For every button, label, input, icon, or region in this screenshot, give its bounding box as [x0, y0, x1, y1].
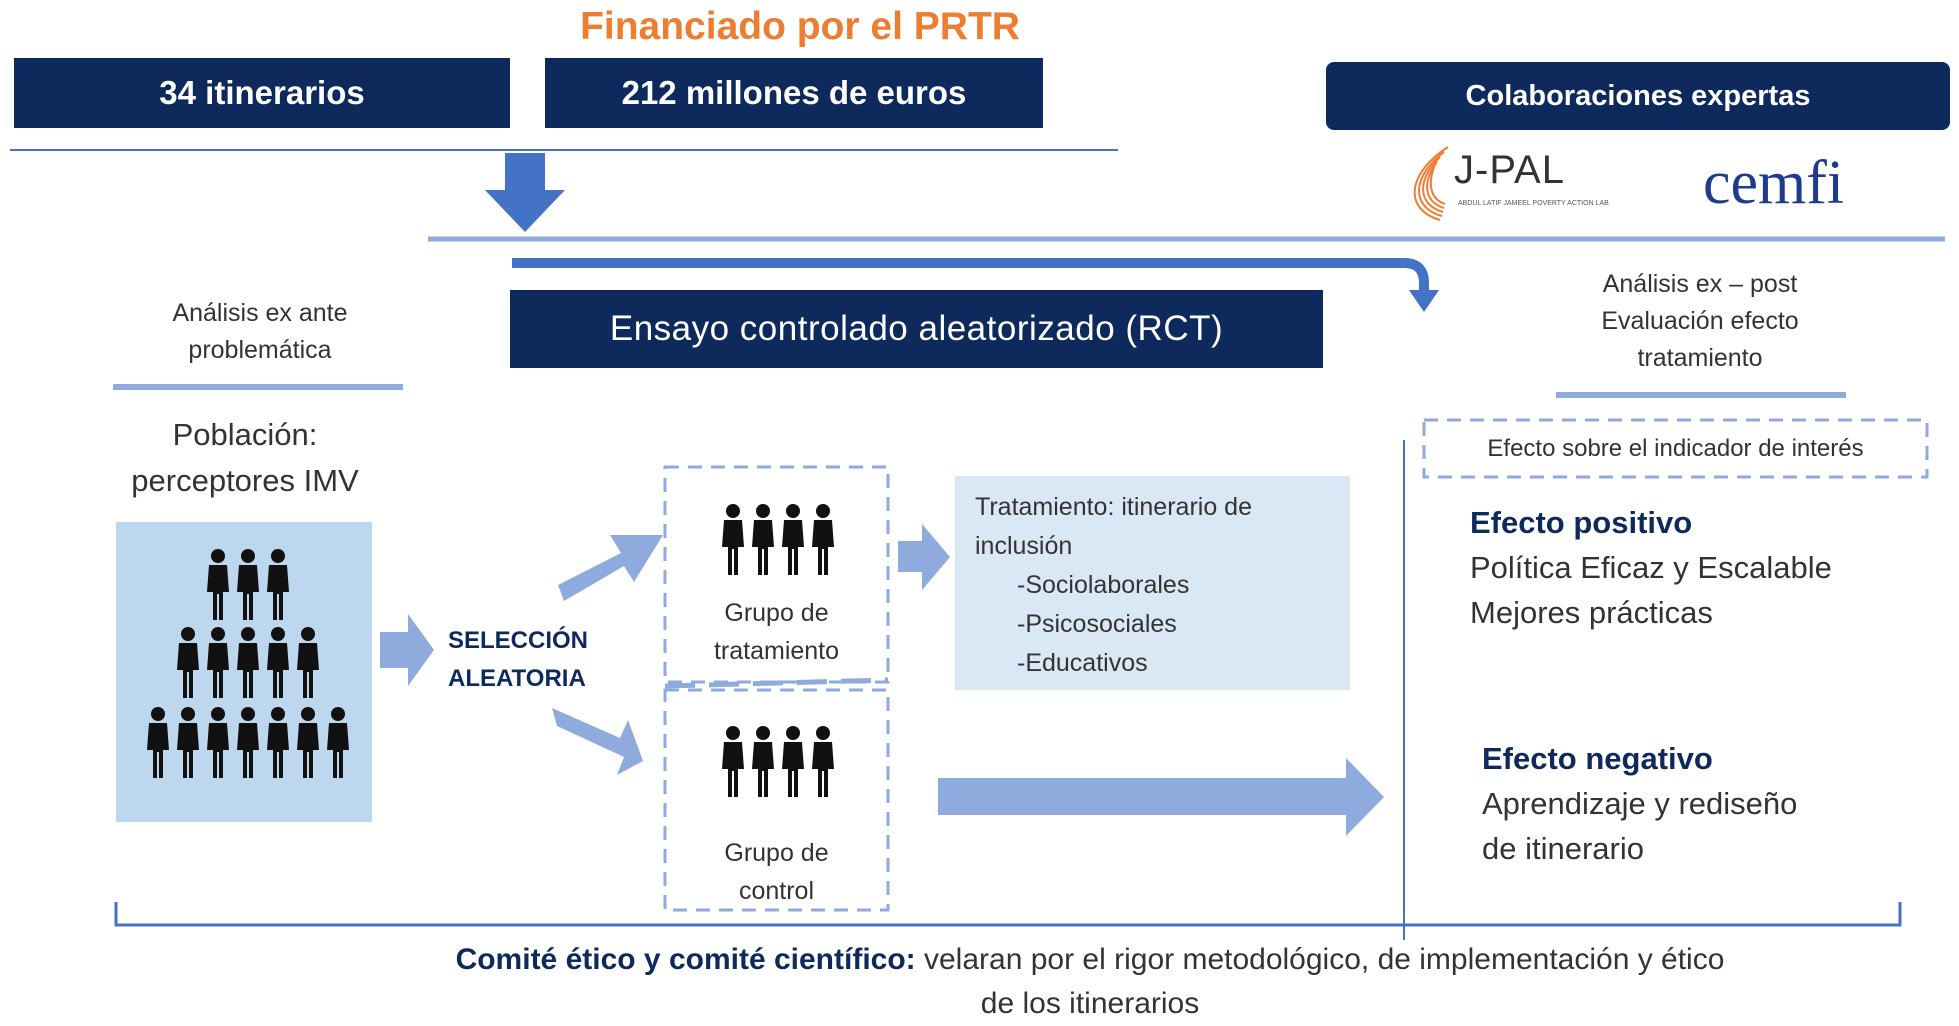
itineraries-badge: 34 itinerarios — [14, 58, 510, 128]
treatment-item: -Psicosociales — [1017, 610, 1177, 638]
treatment-desc-line1: Tratamiento: itinerario de — [975, 493, 1252, 521]
treatment-item: -Educativos — [1017, 649, 1148, 677]
group-separator — [664, 677, 889, 689]
positive-effect-block: Efecto positivo Política Eficaz y Escala… — [1470, 500, 1832, 635]
ex-post-label: Análisis ex – post Evaluación efecto tra… — [1540, 266, 1860, 377]
jpal-logo-text: J-PAL — [1454, 148, 1565, 192]
ex-ante-line1: Análisis ex ante — [172, 299, 348, 327]
selection-line1: SELECCIÓN — [448, 627, 589, 654]
population-right-arrow — [380, 614, 434, 686]
negative-effect-line2: de itinerario — [1482, 831, 1644, 866]
positive-effect-line2: Mejores prácticas — [1470, 595, 1713, 630]
positive-effect-line1: Política Eficaz y Escalable — [1470, 550, 1832, 585]
treatment-group-label: Grupo de tratamiento — [665, 594, 888, 670]
funding-down-arrow — [485, 153, 565, 232]
negative-effect-block: Efecto negativo Aprendizaje y rediseño d… — [1482, 736, 1797, 871]
random-selection-label: SELECCIÓN ALEATORIA — [448, 622, 588, 698]
treatment-desc-line2: inclusión — [975, 532, 1073, 560]
collaborations-badge: Colaboraciones expertas — [1326, 62, 1950, 130]
treatment-group-line2: tratamiento — [713, 637, 840, 665]
control-group-line1: Grupo de — [724, 839, 829, 867]
population-line2: perceptores IMV — [131, 463, 359, 498]
budget-badge: 212 millones de euros — [545, 58, 1043, 128]
treatment-right-arrow — [898, 524, 950, 590]
committee-note-line1: Comité ético y comité científico: velara… — [300, 938, 1880, 982]
control-big-arrow — [938, 758, 1384, 836]
selection-line2: ALEATORIA — [448, 665, 586, 692]
control-group-line2: control — [738, 877, 815, 905]
control-group-frame — [663, 688, 890, 912]
jpal-logo-subtitle: ABDUL LATIF JAMEEL POVERTY ACTION LAB — [1458, 200, 1609, 207]
selection-up-arrow — [558, 535, 663, 601]
selection-down-arrow — [552, 708, 643, 775]
treatment-description-box: Tratamiento: itinerario de inclusión -So… — [955, 476, 1350, 690]
treatment-people-icon — [722, 504, 834, 575]
control-group-label: Grupo de control — [665, 834, 888, 910]
committee-note-bold: Comité ético y comité científico: — [455, 943, 916, 976]
indicator-label: Efecto sobre el indicador de interés — [1487, 434, 1864, 462]
treatment-group-frame — [663, 465, 890, 684]
population-label: Población: perceptores IMV — [100, 412, 390, 504]
rct-bent-arrow-head — [1409, 290, 1439, 312]
control-people-icon — [722, 726, 834, 797]
committee-note: Comité ético y comité científico: velara… — [300, 938, 1880, 1026]
bottom-bracket — [114, 902, 1902, 927]
treatment-group-line1: Grupo de — [724, 599, 829, 627]
positive-effect-title: Efecto positivo — [1470, 505, 1693, 540]
ex-ante-label: Análisis ex ante problemática — [110, 295, 410, 369]
committee-note-text: velaran por el rigor metodológico, de im… — [915, 943, 1725, 976]
funding-title: Financiado por el PRTR — [580, 5, 1020, 48]
treatment-item: -Sociolaborales — [1017, 571, 1190, 599]
population-line1: Población: — [172, 417, 318, 452]
indicator-frame — [1422, 418, 1929, 479]
rct-title-banner: Ensayo controlado aleatorizado (RCT) — [510, 290, 1323, 368]
negative-effect-line1: Aprendizaje y rediseño — [1482, 786, 1798, 821]
rct-bent-arrow — [512, 258, 1429, 292]
ex-post-line2: Evaluación efecto — [1601, 307, 1799, 335]
ex-post-line1: Análisis ex – post — [1602, 270, 1798, 298]
ex-ante-line2: problemática — [188, 336, 332, 364]
ex-post-line3: tratamiento — [1637, 344, 1763, 372]
negative-effect-title: Efecto negativo — [1482, 741, 1713, 776]
committee-note-line2: de los itinerarios — [980, 987, 1200, 1020]
cemfi-logo-text: cemfi — [1703, 149, 1845, 217]
jpal-logo-icon — [1413, 146, 1449, 221]
